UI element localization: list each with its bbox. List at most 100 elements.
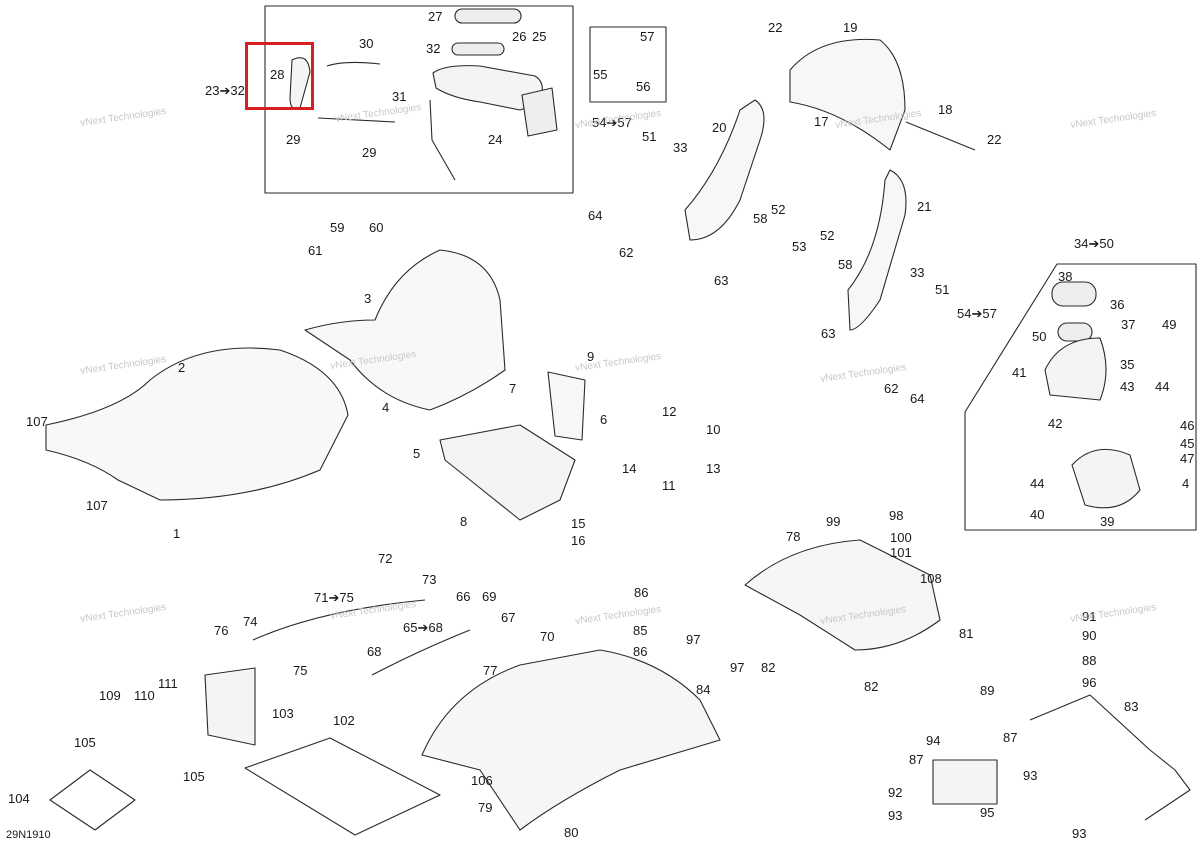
- part-label[interactable]: 76: [214, 623, 229, 638]
- part-label[interactable]: 97: [730, 660, 745, 675]
- part-label[interactable]: 18: [938, 102, 953, 117]
- part-label[interactable]: 86: [634, 585, 649, 600]
- part-label[interactable]: 29: [362, 145, 377, 160]
- part-label[interactable]: 103: [272, 706, 294, 721]
- part-label[interactable]: 82: [761, 660, 776, 675]
- part-label[interactable]: 14: [622, 461, 637, 476]
- part-label[interactable]: 51: [642, 129, 657, 144]
- part-label[interactable]: 16: [571, 533, 586, 548]
- part-label[interactable]: 92: [888, 785, 903, 800]
- part-label[interactable]: 68: [367, 644, 382, 659]
- part-label[interactable]: 42: [1048, 416, 1063, 431]
- part-label[interactable]: 32: [426, 41, 441, 56]
- part-label[interactable]: 104: [8, 791, 30, 806]
- part-label[interactable]: 105: [183, 769, 205, 784]
- part-label[interactable]: 61: [308, 243, 323, 258]
- part-label[interactable]: 20: [712, 120, 727, 135]
- part-label[interactable]: 33: [910, 265, 925, 280]
- part-label[interactable]: 44: [1030, 476, 1045, 491]
- part-label[interactable]: 12: [662, 404, 677, 419]
- part-label[interactable]: 66: [456, 589, 471, 604]
- part-label[interactable]: 78: [786, 529, 801, 544]
- part-label[interactable]: 77: [483, 663, 498, 678]
- part-label[interactable]: 54➔57: [592, 115, 632, 130]
- part-label[interactable]: 43: [1120, 379, 1135, 394]
- part-label[interactable]: 2: [178, 360, 186, 375]
- part-label[interactable]: 25: [532, 29, 547, 44]
- part-label[interactable]: 96: [1082, 675, 1097, 690]
- part-label[interactable]: 74: [243, 614, 258, 629]
- part-label[interactable]: 35: [1120, 357, 1135, 372]
- part-label[interactable]: 105: [74, 735, 96, 750]
- part-label[interactable]: 60: [369, 220, 384, 235]
- part-label[interactable]: 11: [662, 478, 676, 493]
- part-label[interactable]: 85: [633, 623, 648, 638]
- part-label[interactable]: 4: [382, 400, 390, 415]
- part-label[interactable]: 28: [270, 67, 285, 82]
- part-label[interactable]: 84: [696, 682, 711, 697]
- part-label[interactable]: 93: [888, 808, 903, 823]
- part-label[interactable]: 5: [413, 446, 421, 461]
- highlight-box-part-28[interactable]: [245, 42, 314, 110]
- part-label[interactable]: 101: [890, 545, 912, 560]
- part-label[interactable]: 4: [1182, 476, 1190, 491]
- part-label[interactable]: 110: [134, 688, 155, 703]
- part-label[interactable]: 91: [1082, 609, 1097, 624]
- part-label[interactable]: 7: [509, 381, 517, 396]
- part-label[interactable]: 54➔57: [957, 306, 997, 321]
- part-label[interactable]: 108: [920, 571, 942, 586]
- part-label[interactable]: 58: [838, 257, 853, 272]
- part-label[interactable]: 57: [640, 29, 655, 44]
- part-label[interactable]: 62: [884, 381, 899, 396]
- part-label[interactable]: 70: [540, 629, 555, 644]
- part-label[interactable]: 83: [1124, 699, 1139, 714]
- part-label[interactable]: 55: [593, 67, 608, 82]
- part-label[interactable]: 21: [917, 199, 932, 214]
- part-label[interactable]: 8: [460, 514, 468, 529]
- part-label[interactable]: 69: [482, 589, 497, 604]
- part-label[interactable]: 26: [512, 29, 527, 44]
- part-label[interactable]: 67: [501, 610, 516, 625]
- part-label[interactable]: 34➔50: [1074, 236, 1114, 251]
- part-label[interactable]: 73: [422, 572, 437, 587]
- part-label[interactable]: 45: [1180, 436, 1195, 451]
- part-label[interactable]: 93: [1072, 826, 1087, 841]
- part-label[interactable]: 86: [633, 644, 648, 659]
- part-label[interactable]: 65➔68: [403, 620, 443, 635]
- part-label[interactable]: 90: [1082, 628, 1097, 643]
- part-label[interactable]: 94: [926, 733, 941, 748]
- part-label[interactable]: 87: [909, 752, 924, 767]
- part-label[interactable]: 50: [1032, 329, 1047, 344]
- part-label[interactable]: 93: [1023, 768, 1038, 783]
- part-label[interactable]: 59: [330, 220, 345, 235]
- part-label[interactable]: 22: [987, 132, 1002, 147]
- part-label[interactable]: 53: [792, 239, 807, 254]
- part-label[interactable]: 44: [1155, 379, 1170, 394]
- part-label[interactable]: 63: [821, 326, 836, 341]
- part-label[interactable]: 40: [1030, 507, 1045, 522]
- part-label[interactable]: 72: [378, 551, 393, 566]
- part-label[interactable]: 107: [86, 498, 108, 513]
- part-label[interactable]: 82: [864, 679, 879, 694]
- part-label[interactable]: 102: [333, 713, 355, 728]
- part-label[interactable]: 41: [1012, 365, 1027, 380]
- part-label[interactable]: 19: [843, 20, 858, 35]
- part-label[interactable]: 71➔75: [314, 590, 354, 605]
- part-label[interactable]: 15: [571, 516, 586, 531]
- part-label[interactable]: 111: [158, 676, 178, 691]
- part-label[interactable]: 17: [814, 114, 829, 129]
- part-label[interactable]: 97: [686, 632, 701, 647]
- part-label[interactable]: 100: [890, 530, 912, 545]
- part-label[interactable]: 87: [1003, 730, 1018, 745]
- part-label[interactable]: 56: [636, 79, 651, 94]
- part-label[interactable]: 52: [820, 228, 835, 243]
- part-label[interactable]: 95: [980, 805, 995, 820]
- part-label[interactable]: 64: [910, 391, 925, 406]
- part-label[interactable]: 107: [26, 414, 48, 429]
- part-label[interactable]: 9: [587, 349, 595, 364]
- part-label[interactable]: 37: [1121, 317, 1136, 332]
- part-label[interactable]: 81: [959, 626, 974, 641]
- part-label[interactable]: 13: [706, 461, 721, 476]
- part-label[interactable]: 39: [1100, 514, 1115, 529]
- part-label[interactable]: 64: [588, 208, 603, 223]
